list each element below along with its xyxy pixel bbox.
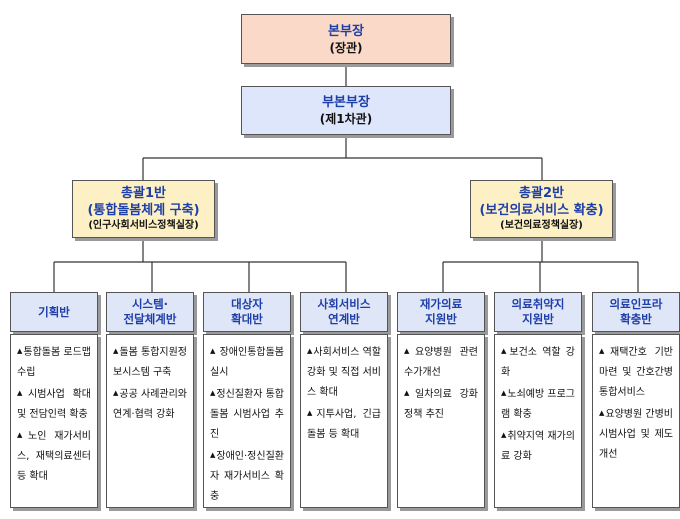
dept-1-lead: (인구사회서비스정책실장) — [88, 220, 199, 231]
team-task-item: ▲정신질환자 통합돌봄 시범사업 추진 — [210, 383, 284, 445]
team-body-2: ▲돌봄 통합지원정보시스템 구축▲공공 사례관리와 연계·협력 강화 — [106, 334, 194, 508]
team-task-text: 시범사업 확대 및 전담인력 확충 — [17, 389, 91, 420]
team-task-text: 보건소 역할 강화 — [501, 347, 575, 378]
team-title: 의료인프라 확충반 — [609, 297, 663, 326]
vice-head-title: 부본부장 — [322, 95, 370, 110]
team-task-text: 요양병원 간병비 시범사업 및 제도개선 — [599, 409, 673, 460]
team-task-text: 노인 재가서비스, 재택의료센터 등 확대 — [17, 431, 91, 482]
team-header-1: 기획반 — [10, 292, 98, 332]
team-title: 시스템· 전달체계반 — [123, 297, 177, 326]
triangle-bullet-icon: ▲ — [17, 431, 27, 439]
team-task-item: ▲장애인·정신질환자 재가서비스 확충 — [210, 445, 284, 507]
dept-2-lead: (보건의료정책실장) — [500, 220, 583, 231]
team-body-1: ▲통합돌봄 로드맵 수립▲시범사업 확대 및 전담인력 확충▲노인 재가서비스,… — [10, 334, 98, 508]
team-header-6: 의료취약지 지원반 — [494, 292, 582, 332]
dept-box-2: 총괄2반 (보건의료서비스 확충) (보건의료정책실장) — [470, 180, 613, 238]
triangle-bullet-icon: ▲ — [404, 347, 414, 355]
team-task-text: 장애인통합돌봄 실시 — [210, 347, 284, 378]
triangle-bullet-icon: ▲ — [113, 389, 119, 397]
team-task-item: ▲지투사업, 긴급돌봄 등 확대 — [307, 403, 381, 445]
triangle-bullet-icon: ▲ — [17, 347, 23, 355]
team-header-4: 사회서비스 연계반 — [300, 292, 388, 332]
team-body-4: ▲사회서비스 역할 강화 및 직접 서비스 확대▲지투사업, 긴급돌봄 등 확대 — [300, 334, 388, 508]
dept-box-1: 총괄1반 (통합돌봄체계 구축) (인구사회서비스정책실장) — [72, 180, 215, 238]
team-task-item: ▲시범사업 확대 및 전담인력 확충 — [17, 383, 91, 425]
head-box: 본부장 (장관) — [241, 14, 451, 64]
head-subtitle: (장관) — [329, 40, 363, 55]
team-task-text: 정신질환자 통합돌봄 시범사업 추진 — [210, 389, 284, 440]
team-task-item: ▲통합돌봄 로드맵 수립 — [17, 341, 91, 383]
vice-head-subtitle: (제1차관) — [319, 112, 373, 126]
triangle-bullet-icon: ▲ — [307, 347, 313, 355]
dept-1-title: 총괄1반 — [121, 186, 166, 201]
team-task-item: ▲요양병원 간병비 시범사업 및 제도개선 — [599, 403, 673, 465]
vice-head-box: 부본부장 (제1차관) — [241, 86, 451, 135]
team-task-item: ▲취약지역 재가의료 강화 — [501, 425, 575, 467]
triangle-bullet-icon: ▲ — [307, 409, 316, 417]
team-body-3: ▲장애인통합돌봄 실시▲정신질환자 통합돌봄 시범사업 추진▲장애인·정신질환자… — [203, 334, 291, 508]
team-header-5: 재가의료 지원반 — [397, 292, 485, 332]
team-task-text: 일차의료 강화 정책 추진 — [404, 389, 478, 420]
team-task-item: ▲공공 사례관리와 연계·협력 강화 — [113, 383, 187, 425]
team-title: 의료취약지 지원반 — [511, 297, 565, 326]
team-body-6: ▲보건소 역할 강화▲노쇠예방 프로그램 확충▲취약지역 재가의료 강화 — [494, 334, 582, 508]
team-task-item: ▲사회서비스 역할 강화 및 직접 서비스 확대 — [307, 341, 381, 403]
triangle-bullet-icon: ▲ — [113, 347, 119, 355]
team-task-text: 사회서비스 역할 강화 및 직접 서비스 확대 — [307, 347, 381, 398]
triangle-bullet-icon: ▲ — [210, 347, 219, 355]
team-task-item: ▲재택간호 기반 마련 및 간호간병 통합서비스 — [599, 341, 673, 403]
team-header-7: 의료인프라 확충반 — [592, 292, 680, 332]
team-task-item: ▲노쇠예방 프로그램 확충 — [501, 383, 575, 425]
triangle-bullet-icon: ▲ — [599, 409, 605, 417]
triangle-bullet-icon: ▲ — [210, 389, 216, 397]
triangle-bullet-icon: ▲ — [599, 347, 609, 355]
team-task-item: ▲요양병원 관련 수가개선 — [404, 341, 478, 383]
triangle-bullet-icon: ▲ — [210, 451, 216, 459]
team-task-item: ▲돌봄 통합지원정보시스템 구축 — [113, 341, 187, 383]
dept-1-theme: (통합돌봄체계 구축) — [87, 203, 200, 218]
team-task-text: 노쇠예방 프로그램 확충 — [501, 389, 575, 420]
team-title: 사회서비스 연계반 — [317, 297, 371, 326]
team-task-text: 돌봄 통합지원정보시스템 구축 — [113, 347, 187, 378]
team-task-item: ▲일차의료 강화 정책 추진 — [404, 383, 478, 425]
dept-2-theme: (보건의료서비스 확충) — [479, 203, 604, 218]
team-title: 재가의료 지원반 — [419, 297, 463, 326]
team-task-text: 통합돌봄 로드맵 수립 — [17, 347, 91, 378]
triangle-bullet-icon: ▲ — [501, 431, 507, 439]
triangle-bullet-icon: ▲ — [404, 389, 414, 397]
team-title: 기획반 — [38, 304, 70, 319]
team-task-item: ▲장애인통합돌봄 실시 — [210, 341, 284, 383]
team-title: 대상자 확대반 — [231, 297, 263, 326]
team-task-text: 재택간호 기반 마련 및 간호간병 통합서비스 — [599, 347, 673, 398]
team-task-item: ▲노인 재가서비스, 재택의료센터 등 확대 — [17, 425, 91, 487]
team-task-text: 지투사업, 긴급돌봄 등 확대 — [307, 409, 382, 440]
team-task-item: ▲보건소 역할 강화 — [501, 341, 575, 383]
team-task-text: 장애인·정신질환자 재가서비스 확충 — [210, 451, 284, 502]
head-title: 본부장 — [328, 23, 364, 39]
team-body-7: ▲재택간호 기반 마련 및 간호간병 통합서비스▲요양병원 간병비 시범사업 및… — [592, 334, 680, 508]
team-header-3: 대상자 확대반 — [203, 292, 291, 332]
team-task-text: 요양병원 관련 수가개선 — [404, 347, 478, 378]
triangle-bullet-icon: ▲ — [501, 347, 509, 355]
team-header-2: 시스템· 전달체계반 — [106, 292, 194, 332]
team-body-5: ▲요양병원 관련 수가개선▲일차의료 강화 정책 추진 — [397, 334, 485, 508]
triangle-bullet-icon: ▲ — [501, 389, 507, 397]
team-task-text: 공공 사례관리와 연계·협력 강화 — [113, 389, 187, 420]
team-task-text: 취약지역 재가의료 강화 — [501, 431, 575, 462]
triangle-bullet-icon: ▲ — [17, 389, 27, 397]
dept-2-title: 총괄2반 — [519, 186, 564, 201]
